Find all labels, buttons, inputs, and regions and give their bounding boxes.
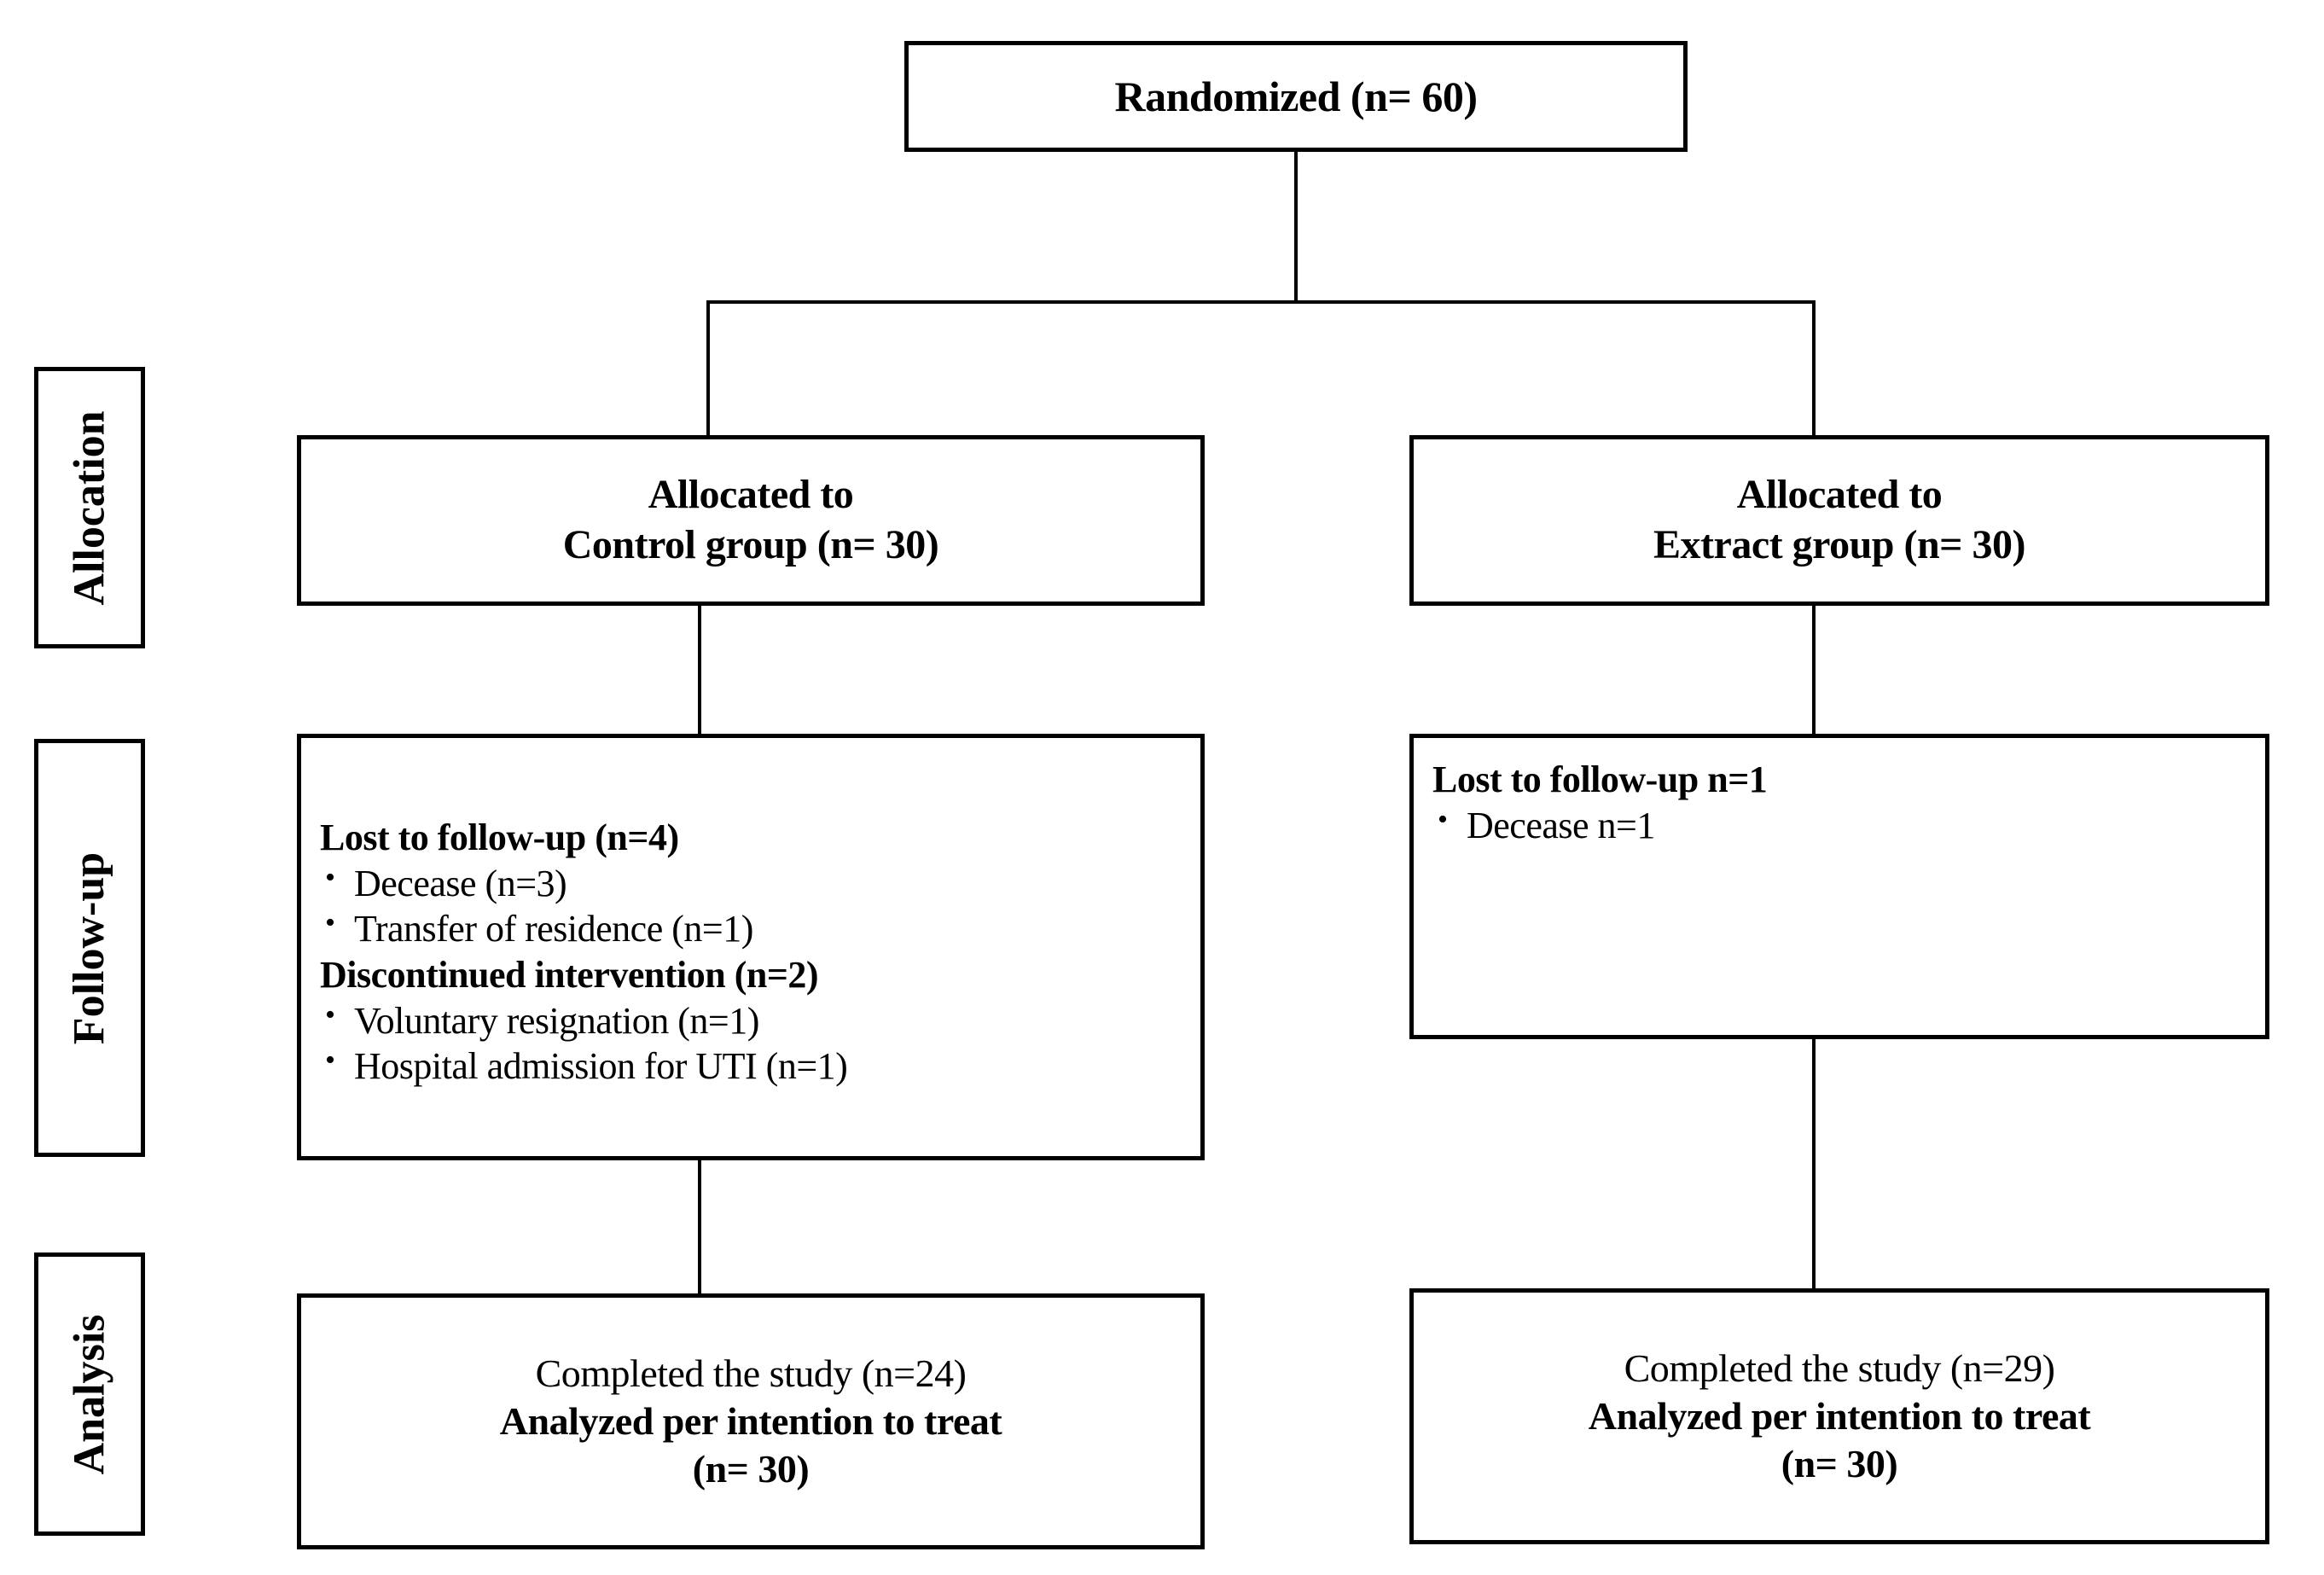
node-followup-control: Lost to follow-up (n=4) Decease (n=3) Tr… [297, 734, 1205, 1160]
analysis-control-line3: (n= 30) [692, 1447, 810, 1491]
connector-control-allocation-to-followup [698, 606, 701, 734]
connector-extract-followup-to-analysis [1812, 1039, 1816, 1290]
stage-label-followup-text: Follow-up [65, 851, 114, 1044]
followup-control-lost-heading: Lost to follow-up (n=4) [320, 816, 679, 858]
analysis-extract-line3: (n= 30) [1781, 1442, 1898, 1486]
connector-control-followup-to-analysis [698, 1160, 701, 1295]
randomized-label: Randomized (n= 60) [1114, 72, 1478, 120]
node-analysis-control: Completed the study (n=24) Analyzed per … [297, 1293, 1205, 1549]
analysis-extract-line2: Analyzed per intention to treat [1588, 1393, 2091, 1438]
node-randomized: Randomized (n= 60) [904, 41, 1688, 152]
connector-extract-allocation-to-followup [1812, 606, 1816, 734]
analysis-extract-line1: Completed the study (n=29) [1624, 1345, 2055, 1390]
allocated-control-line1: Allocated to [648, 472, 854, 518]
allocated-control-line2: Control group (n= 30) [562, 522, 939, 567]
stage-label-allocation: Allocation [34, 367, 145, 648]
followup-control-lost-list: Decease (n=3) Transfer of residence (n=1… [320, 860, 1188, 952]
stage-label-followup: Follow-up [34, 739, 145, 1157]
connector-split-right-drop [1812, 300, 1816, 437]
list-item: Transfer of residence (n=1) [320, 905, 1188, 952]
analysis-control-line1: Completed the study (n=24) [535, 1351, 967, 1395]
followup-extract-lost-list: Decease n=1 [1432, 802, 2253, 849]
connector-split-left-drop [706, 300, 710, 437]
node-followup-extract: Lost to follow-up n=1 Decease n=1 [1409, 734, 2269, 1039]
stage-label-allocation-text: Allocation [65, 410, 114, 606]
allocated-extract-line1: Allocated to [1736, 472, 1943, 518]
followup-control-discontinued-heading: Discontinued intervention (n=2) [320, 954, 819, 996]
followup-extract-lost-heading: Lost to follow-up n=1 [1432, 758, 1768, 800]
list-item: Voluntary resignation (n=1) [320, 997, 1188, 1044]
node-allocated-control: Allocated to Control group (n= 30) [297, 435, 1205, 606]
followup-control-discontinued-list: Voluntary resignation (n=1) Hospital adm… [320, 997, 1188, 1090]
stage-label-analysis-text: Analysis [65, 1314, 114, 1474]
node-analysis-extract: Completed the study (n=29) Analyzed per … [1409, 1288, 2269, 1544]
stage-label-analysis: Analysis [34, 1252, 145, 1536]
list-item: Hospital admission for UTI (n=1) [320, 1043, 1188, 1090]
list-item: Decease n=1 [1432, 802, 2253, 849]
node-allocated-extract: Allocated to Extract group (n= 30) [1409, 435, 2269, 606]
analysis-control-line2: Analyzed per intention to treat [499, 1398, 1002, 1443]
allocated-extract-line2: Extract group (n= 30) [1653, 522, 2025, 567]
list-item: Decease (n=3) [320, 860, 1188, 907]
connector-randomized-down [1294, 152, 1298, 302]
connector-split-bar [706, 300, 1816, 304]
